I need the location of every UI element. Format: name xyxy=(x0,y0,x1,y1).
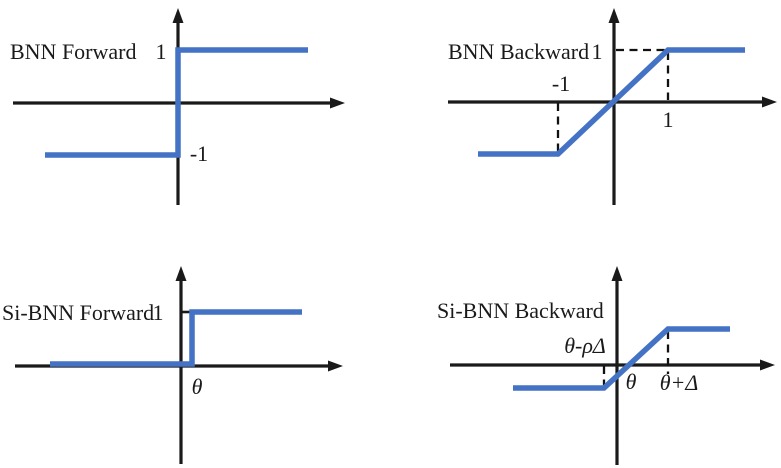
x-axis-arrow-icon xyxy=(762,96,777,108)
axis-label-bnn-backward-0: 1 xyxy=(592,39,603,64)
axis-label-bnn-forward-1: -1 xyxy=(190,141,208,166)
y-axis-arrow-icon xyxy=(172,8,184,23)
axis-label-si-bnn-backward-0: θ-ρΔ xyxy=(564,333,606,358)
x-axis-arrow-icon xyxy=(328,360,343,372)
y-axis-arrow-icon xyxy=(611,266,623,281)
panel-si-bnn-backward: Si-BNN Backward θ-ρΔ θ θ+Δ xyxy=(437,266,775,465)
axis-label-si-bnn-backward-2: θ+Δ xyxy=(660,370,699,395)
axis-label-si-bnn-forward-0: 1 xyxy=(153,300,164,325)
axis-label-bnn-forward-0: 1 xyxy=(156,39,167,64)
axis-label-si-bnn-backward-1: θ xyxy=(626,369,637,394)
axis-label-bnn-backward-1: -1 xyxy=(552,71,570,96)
panel-title-bnn-backward: BNN Backward xyxy=(448,39,589,64)
curve-si-bnn-backward xyxy=(513,326,730,391)
curve-si-bnn-forward xyxy=(50,309,302,367)
axis-label-si-bnn-forward-1: θ xyxy=(192,374,203,399)
panel-title-si-bnn-forward: Si-BNN Forward xyxy=(2,300,154,325)
y-axis-arrow-icon xyxy=(175,266,187,281)
x-axis-arrow-icon xyxy=(760,359,775,371)
x-axis-arrow-icon xyxy=(330,97,345,109)
y-axis-arrow-icon xyxy=(608,8,620,23)
panel-title-si-bnn-backward: Si-BNN Backward xyxy=(437,298,604,323)
curve-bnn-backward xyxy=(478,47,745,157)
panel-title-bnn-forward: BNN Forward xyxy=(10,39,137,64)
panel-bnn-forward: BNN Forward 1 -1 xyxy=(10,8,345,205)
axis-label-bnn-backward-2: 1 xyxy=(663,107,674,132)
curve-bnn-forward xyxy=(45,47,308,158)
